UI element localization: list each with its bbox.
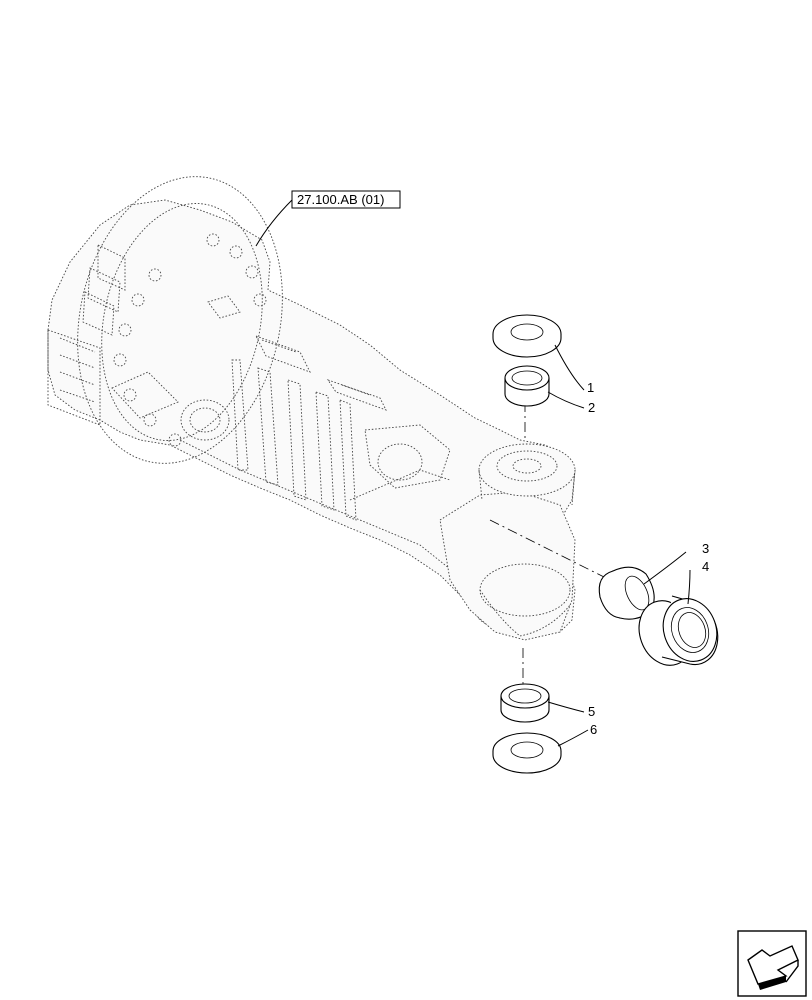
part-number-2: 2	[588, 400, 595, 415]
leader-lines	[255, 199, 691, 747]
part-3-sleeve	[598, 566, 655, 620]
part-5-bushing	[500, 683, 550, 723]
part-number-5: 5	[588, 704, 595, 719]
next-page-arrow-icon[interactable]	[737, 930, 807, 997]
assembly-axis-lines	[489, 402, 611, 690]
part-number-4: 4	[702, 559, 709, 574]
part-4-bearing-ring	[638, 595, 719, 666]
reference-callout[interactable]: 27.100.AB (01)	[291, 190, 401, 209]
part-number-1: 1	[587, 380, 594, 395]
reference-callout-label[interactable]: 27.100.AB (01)	[297, 192, 384, 207]
part-6-thrust-washer	[492, 732, 562, 774]
pivot-arm-ghost	[439, 443, 576, 641]
part-number-labels: 1 2 3 4 5 6	[587, 380, 709, 737]
part-2-bushing	[504, 365, 550, 407]
part-number-3: 3	[702, 541, 709, 556]
part-number-6: 6	[590, 722, 597, 737]
part-1-thrust-washer	[492, 314, 562, 358]
